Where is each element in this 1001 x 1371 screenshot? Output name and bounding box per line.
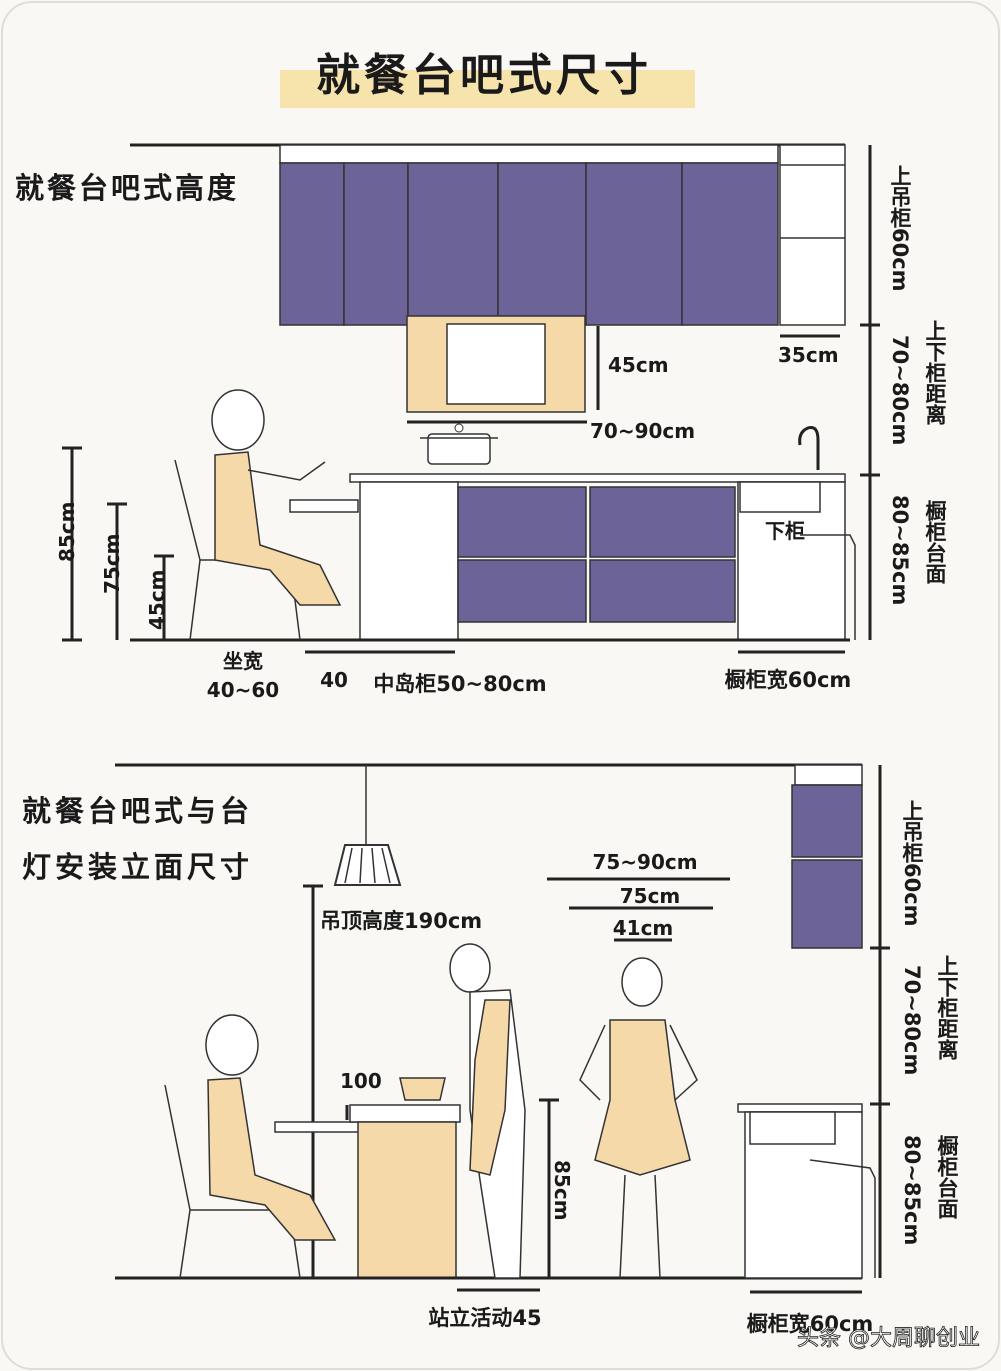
island-width-label: 中岛柜50~80cm bbox=[373, 672, 546, 696]
standing-space-label: 站立活动45 bbox=[428, 1306, 541, 1330]
upper-cabinet-label: 上吊柜60cm bbox=[888, 165, 912, 292]
width-75-90-label: 75~90cm bbox=[592, 850, 697, 874]
gap-40-label: 40 bbox=[320, 668, 348, 692]
standing-woman-figure bbox=[579, 957, 698, 1279]
pot-icon bbox=[420, 423, 498, 465]
cabinet-gap-value-2: 70~80cm bbox=[900, 965, 924, 1075]
cabinet-width-label-2: 橱柜宽60cm bbox=[747, 1312, 874, 1336]
counter-height-value: 80~85cm bbox=[888, 495, 912, 605]
section1-heading: 就餐台吧式高度 bbox=[15, 171, 239, 205]
ceiling-height-label: 吊顶高度190cm bbox=[320, 909, 482, 933]
pendant-lamp-icon bbox=[333, 765, 402, 886]
height-85-label: 85cm bbox=[55, 501, 79, 562]
seated-girl-figure-2 bbox=[164, 1014, 337, 1279]
seated-girl-figure bbox=[174, 389, 342, 641]
cabinet-gap-value: 70~80cm bbox=[888, 335, 912, 445]
right-cabinets-2 bbox=[737, 764, 876, 1279]
lower-cabinet-label: 下柜 bbox=[765, 519, 805, 543]
upper-cabinets bbox=[130, 143, 846, 326]
counter-height-label: 橱柜台面 bbox=[923, 499, 947, 585]
section2-heading-line2: 灯安装立面尺寸 bbox=[22, 850, 253, 884]
bar-counter bbox=[115, 1104, 862, 1280]
title-highlight bbox=[280, 70, 695, 108]
height-75-label: 75cm bbox=[100, 533, 124, 594]
seat-width-value: 40~60 bbox=[207, 678, 279, 702]
counter-height-85-label: 85cm bbox=[550, 1160, 574, 1221]
height-45-label: 45cm bbox=[145, 569, 169, 630]
cabinet-gap-label: 上下柜距离 bbox=[923, 320, 947, 425]
page-title: 就餐台吧式尺寸 bbox=[316, 50, 652, 101]
counter-height-value-2: 80~85cm bbox=[900, 1135, 924, 1245]
width-75-label: 75cm bbox=[620, 884, 681, 908]
seat-width-label: 坐宽 bbox=[223, 649, 263, 673]
range-hood bbox=[406, 315, 586, 413]
overhang-100-label: 100 bbox=[340, 1069, 382, 1093]
section2-heading-line1: 就餐台吧式与台 bbox=[22, 794, 253, 828]
cabinet-gap-label-2: 上下柜距离 bbox=[935, 955, 959, 1060]
upper-cabinet-label-2: 上吊柜60cm bbox=[900, 800, 924, 927]
counter-height-label-2: 橱柜台面 bbox=[935, 1134, 959, 1220]
hood-width-label: 70~90cm bbox=[590, 419, 695, 443]
width-41-label: 41cm bbox=[613, 916, 674, 940]
standing-man-figure bbox=[399, 943, 526, 1279]
lower-cabinets bbox=[130, 473, 850, 642]
faucet-icon bbox=[798, 426, 820, 470]
hood-height-label: 45cm bbox=[608, 353, 669, 377]
watermark: 头条 @大周聊创业 bbox=[797, 1326, 980, 1351]
cabinet-width-label: 橱柜宽60cm bbox=[725, 668, 852, 692]
tall-cabinet-depth-label: 35cm bbox=[778, 343, 839, 367]
